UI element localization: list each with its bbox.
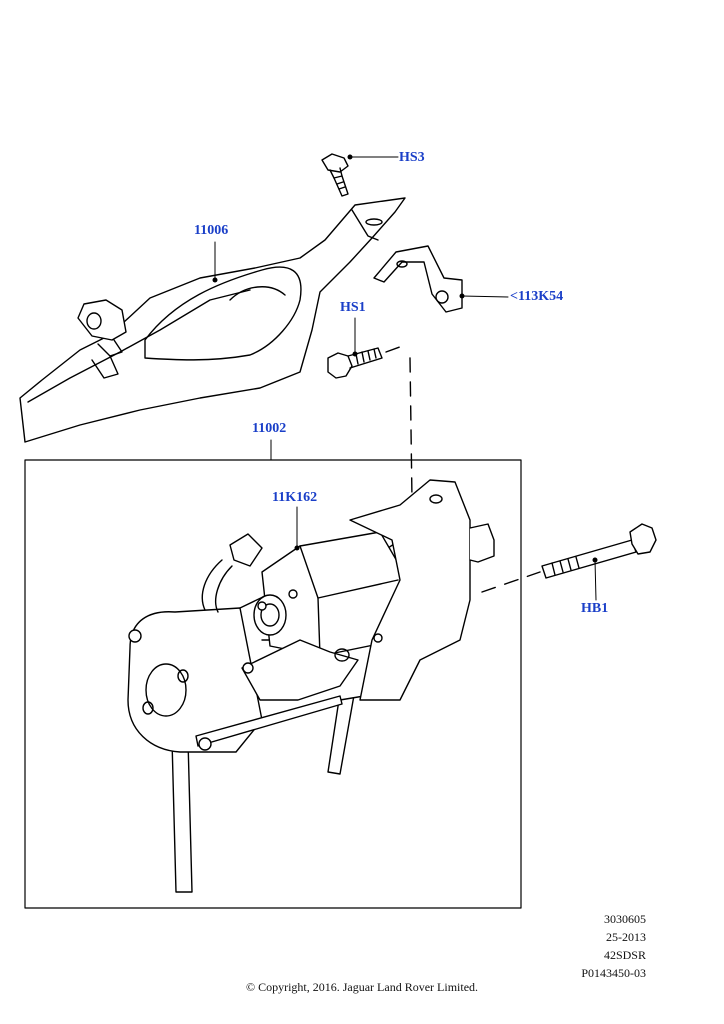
ref-line-1: 3030605 <box>604 912 646 926</box>
callout-113k54[interactable]: <113K54 <box>510 289 564 304</box>
bracket-drawing <box>373 245 463 313</box>
assembly-frame <box>24 459 522 909</box>
callout-hb1[interactable]: HB1 <box>581 601 609 616</box>
ref-line-3: 42SDSR <box>603 948 646 962</box>
heat-shield-drawing <box>19 197 406 443</box>
ref-line-2: 25-2013 <box>606 930 646 944</box>
callout-11006[interactable]: 11006 <box>194 223 229 238</box>
callout-11002[interactable]: 11002 <box>252 421 287 436</box>
callout-hs3[interactable]: HS3 <box>399 150 425 165</box>
ref-line-4: P0143450-03 <box>581 966 646 980</box>
leader-dots <box>212 154 598 563</box>
bolt-hb1-drawing <box>541 523 657 579</box>
bolt-hs3-drawing <box>321 153 349 197</box>
callout-hs1[interactable]: HS1 <box>340 300 366 315</box>
bolt-hs1-drawing <box>327 347 383 379</box>
alignment-lines <box>385 343 541 593</box>
starter-motor-drawing <box>127 479 495 893</box>
callout-11k162[interactable]: 11K162 <box>272 490 318 505</box>
reference-block: 3030605 25-2013 42SDSR P0143450-03 <box>581 910 646 982</box>
copyright-notice: © Copyright, 2016. Jaguar Land Rover Lim… <box>245 980 479 994</box>
leader-lines <box>214 156 597 601</box>
